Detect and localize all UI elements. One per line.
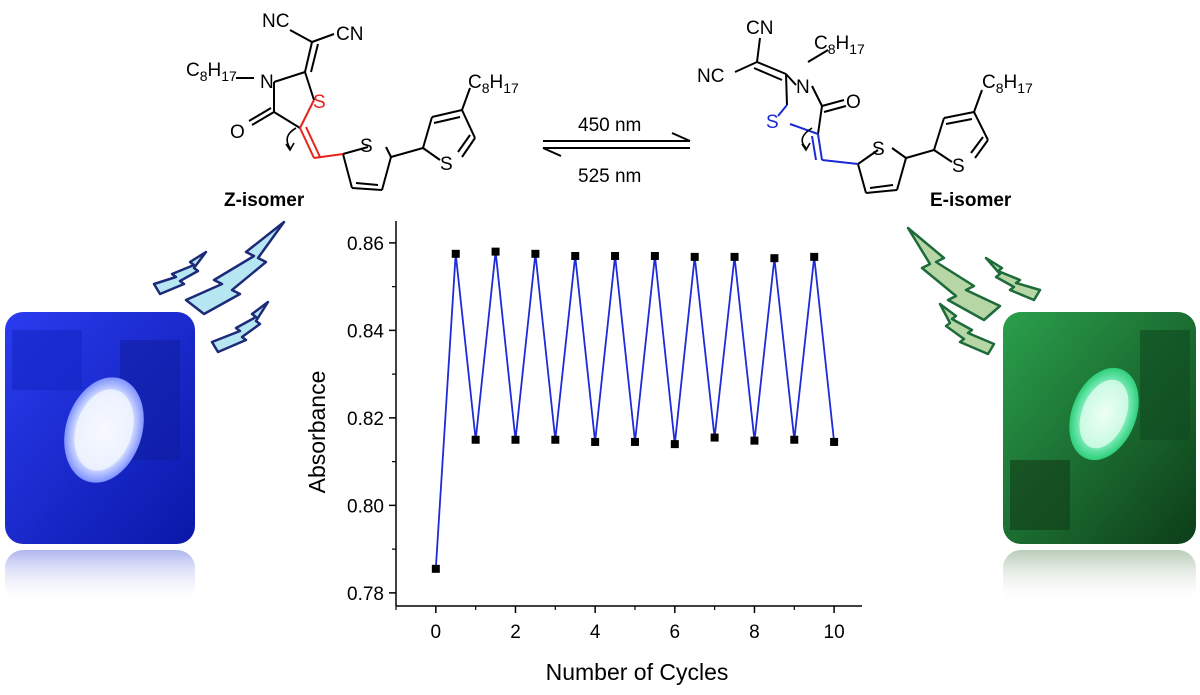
data-point [830, 437, 839, 446]
data-point [551, 435, 560, 444]
x-tick-label: 0 [431, 622, 442, 643]
data-point [810, 252, 819, 261]
data-point [451, 249, 460, 258]
data-point [750, 436, 759, 445]
y-tick-label: 0.80 [347, 496, 384, 517]
data-point [630, 437, 639, 446]
e-n-label: N [796, 77, 810, 98]
e-isomer-label: E-isomer [930, 190, 1012, 211]
blue-lamp-photo [5, 312, 195, 605]
data-point [471, 435, 480, 444]
green-lamp-photo [1003, 312, 1196, 605]
data-point [611, 252, 620, 260]
data-markers [431, 247, 839, 573]
lightning-bolt-icon [152, 250, 208, 296]
data-point [531, 249, 540, 258]
z-nc-label: NC [262, 11, 289, 32]
z-isomer-label: Z-isomer [224, 190, 305, 211]
y-axis-label: Absorbance [304, 371, 330, 494]
x-tick-label: 2 [510, 622, 521, 643]
x-tick-label: 4 [590, 622, 601, 643]
data-point [571, 252, 580, 260]
e-alkyl-n-label: C8H17 [814, 33, 865, 57]
e-thiophene1-s-label: S [872, 139, 885, 160]
series-line [434, 251, 835, 569]
data-point [690, 252, 699, 261]
x-tick-label: 6 [670, 622, 681, 643]
lightning-bolt-icon [210, 300, 270, 354]
data-point [670, 440, 679, 449]
z-o-label: O [230, 122, 245, 143]
lightning-bolt-icon [938, 302, 996, 356]
e-ring-s-label: S [766, 112, 779, 133]
plot-frame [395, 221, 862, 607]
data-point [770, 254, 779, 263]
lightning-bolt-icon [906, 226, 1002, 322]
y-tick-label: 0.82 [347, 409, 384, 430]
data-point [730, 252, 739, 261]
z-cn-label: CN [336, 24, 363, 45]
y-ticks: 0.78 0.80 0.82 0.84 0.86 [347, 234, 396, 605]
x-ticks: 0 2 4 6 8 10 [395, 606, 845, 643]
reverse-wavelength-label: 525 nm [578, 166, 641, 187]
z-thiophene1-s-label: S [360, 136, 373, 157]
data-point [491, 247, 500, 256]
data-point [431, 564, 440, 573]
x-tick-label: 8 [749, 622, 760, 643]
z-ring-s-label: S [313, 92, 326, 113]
x-axis-label: Number of Cycles [546, 659, 729, 685]
e-o-label: O [846, 92, 861, 113]
e-cn-label: CN [746, 18, 773, 39]
data-point [591, 437, 600, 446]
y-tick-label: 0.84 [347, 321, 384, 342]
e-nc-label: NC [697, 66, 724, 87]
z-thiophene2-s-label: S [440, 154, 453, 175]
data-point [511, 435, 520, 444]
forward-wavelength-label: 450 nm [578, 115, 641, 136]
e-thiophene2-s-label: S [952, 156, 965, 177]
data-point [710, 433, 719, 442]
y-tick-label: 0.78 [347, 584, 384, 605]
lightning-bolt-icon [184, 220, 286, 316]
z-n-label: N [260, 72, 274, 93]
lightning-bolt-icon [984, 256, 1042, 302]
data-point [650, 252, 659, 260]
data-point [790, 435, 799, 444]
x-tick-label: 10 [824, 622, 845, 643]
y-tick-label: 0.86 [347, 234, 384, 255]
